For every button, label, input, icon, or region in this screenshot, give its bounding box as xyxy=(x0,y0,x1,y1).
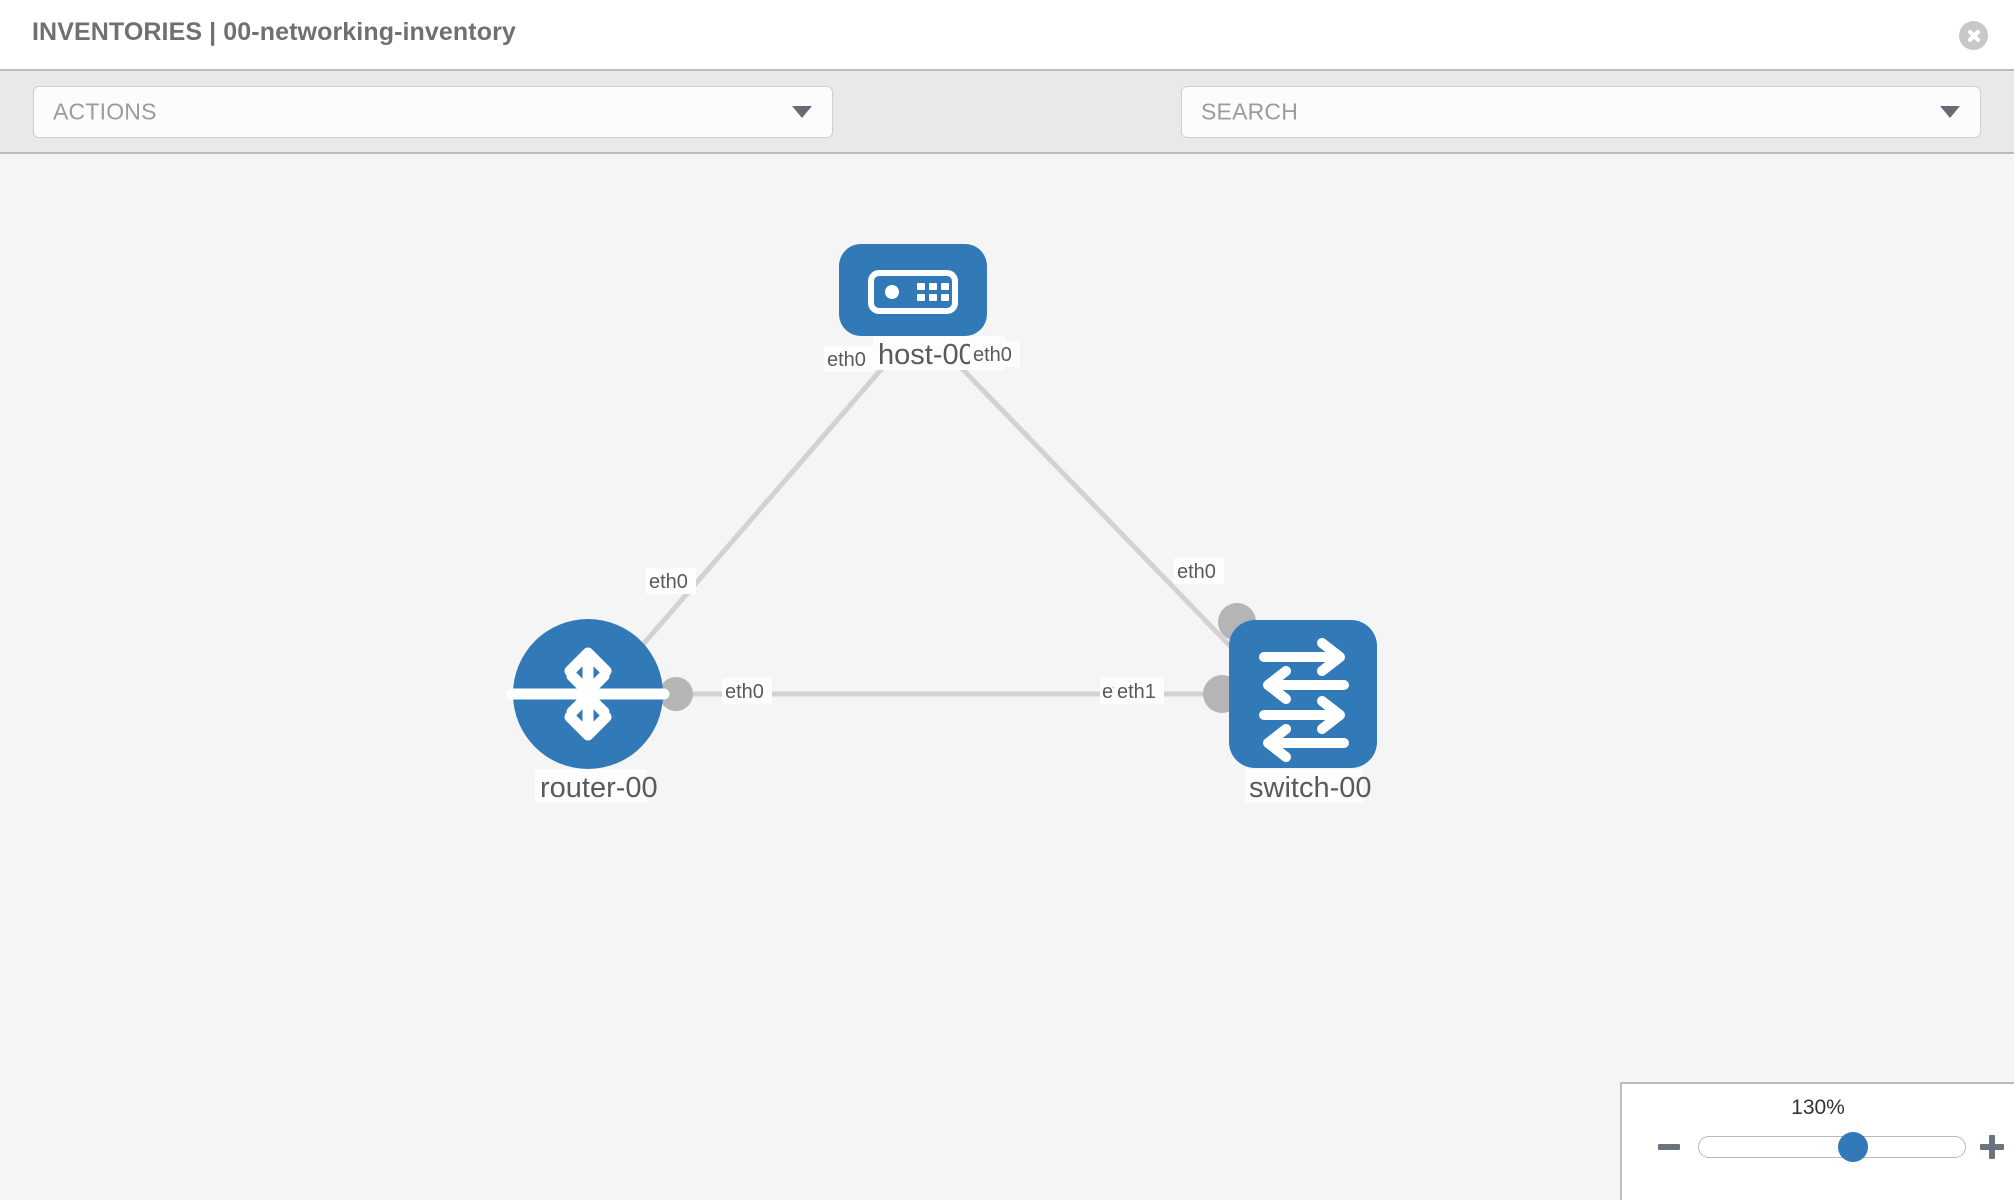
iface-label-bg xyxy=(646,568,696,594)
page-title: INVENTORIES | 00-networking-inventory xyxy=(32,18,516,46)
router-arrows-icon xyxy=(506,647,670,741)
server-icon xyxy=(868,270,958,314)
iface-label-router00-host00: eth0 xyxy=(649,571,688,593)
node-switch-00-label: switch-00 xyxy=(1249,772,1372,804)
iface-label-switch00-host00: eth0 xyxy=(1177,561,1216,583)
iface-label-bg xyxy=(824,346,874,372)
chevron-down-icon xyxy=(1940,106,1960,118)
toolbar: ACTIONS SEARCH xyxy=(0,69,2014,206)
node-host-00-label: host-00 xyxy=(878,339,975,371)
iface-label-bg xyxy=(1114,678,1164,704)
node-router-00[interactable]: router-00 xyxy=(506,619,670,804)
zoom-level-label: 130% xyxy=(1791,1096,1845,1119)
page-header: INVENTORIES | 00-networking-inventory xyxy=(0,0,2014,69)
actions-dropdown-label: ACTIONS xyxy=(53,98,157,125)
link-host00-switch00[interactable] xyxy=(942,348,1234,650)
interface-label-group: eth0 eth0 eth0 eth0 eth0 eth eth1 xyxy=(646,341,1224,704)
iface-label-switch00-router00: eth1 xyxy=(1117,681,1156,703)
actions-dropdown[interactable]: ACTIONS xyxy=(33,86,833,138)
iface-label-host00-router00: eth0 xyxy=(827,349,866,371)
zoom-slider-thumb[interactable] xyxy=(1838,1132,1869,1162)
node-switch-00-label-bg xyxy=(1245,769,1363,803)
node-router-00-label: router-00 xyxy=(540,772,658,804)
switch-arrows-icon xyxy=(1259,638,1349,762)
iface-label-bg xyxy=(970,341,1020,367)
iface-label-host00-switch00: eth0 xyxy=(973,344,1012,366)
zoom-out-button[interactable] xyxy=(1658,1144,1680,1150)
link-host00-router00[interactable] xyxy=(638,348,900,650)
node-router-00-label-bg xyxy=(535,769,647,803)
node-switch-00[interactable]: switch-00 xyxy=(1229,620,1377,804)
node-host-00-shape[interactable] xyxy=(839,244,987,336)
iface-label-router00-switch00: eth0 xyxy=(725,681,764,703)
topology-graph: host-00 router-00 xyxy=(506,244,1377,804)
search-placeholder: SEARCH xyxy=(1201,98,1299,125)
connector-router00-right[interactable] xyxy=(659,677,693,711)
link-group xyxy=(638,348,1234,697)
iface-label-bg xyxy=(1174,558,1224,584)
zoom-slider[interactable] xyxy=(1698,1132,1966,1162)
iface-label-bg xyxy=(722,678,772,704)
zoom-control-panel: 130% xyxy=(1620,1082,2014,1200)
connector-group xyxy=(659,323,1256,713)
close-icon[interactable] xyxy=(1959,21,1988,50)
chevron-down-icon xyxy=(792,106,812,118)
search-input[interactable]: SEARCH xyxy=(1181,86,1981,138)
topology-canvas[interactable]: host-00 router-00 xyxy=(0,154,2014,1200)
zoom-in-button[interactable] xyxy=(1980,1135,2004,1159)
